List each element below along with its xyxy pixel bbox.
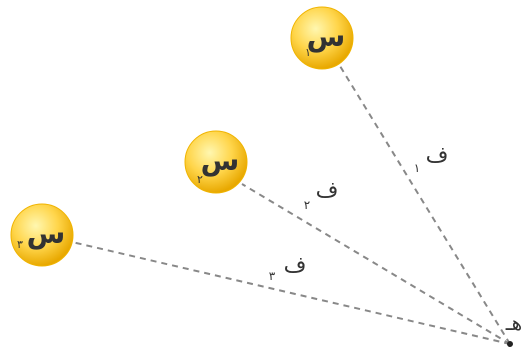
ball-1: س ١ xyxy=(290,6,354,70)
distance-label-3: ف ٣ xyxy=(269,253,307,283)
distance-label-3-sub: ٣ xyxy=(269,269,276,283)
ball-3-label: س xyxy=(27,217,66,250)
ball-3: س ٣ xyxy=(10,203,74,267)
distance-label-1-text: ف xyxy=(426,143,449,168)
distance-label-3-text: ف xyxy=(284,253,307,278)
ball-3-sub: ٣ xyxy=(17,238,23,251)
distance-line-3 xyxy=(71,241,511,345)
distance-label-2-text: ف xyxy=(316,178,339,203)
distance-label-1-sub: ١ xyxy=(414,161,420,175)
distance-line-2 xyxy=(241,183,511,345)
distance-label-1: ف ١ xyxy=(414,143,449,175)
ball-1-label: س xyxy=(307,20,346,53)
ball-1-sub: ١ xyxy=(305,46,311,59)
reference-point-label: هـ xyxy=(505,311,522,335)
distance-label-2-sub: ٢ xyxy=(304,198,310,212)
ball-2-sub: ٢ xyxy=(197,173,203,186)
ball-3-circle xyxy=(10,203,74,267)
ball-1-circle xyxy=(290,6,354,70)
distance-label-2: ف ٢ xyxy=(304,178,339,212)
ball-2-circle xyxy=(184,130,248,194)
ball-2-label: س xyxy=(201,144,240,177)
ball-2: س ٢ xyxy=(184,130,248,194)
distance-line-1 xyxy=(339,65,511,345)
reference-point xyxy=(507,341,513,347)
